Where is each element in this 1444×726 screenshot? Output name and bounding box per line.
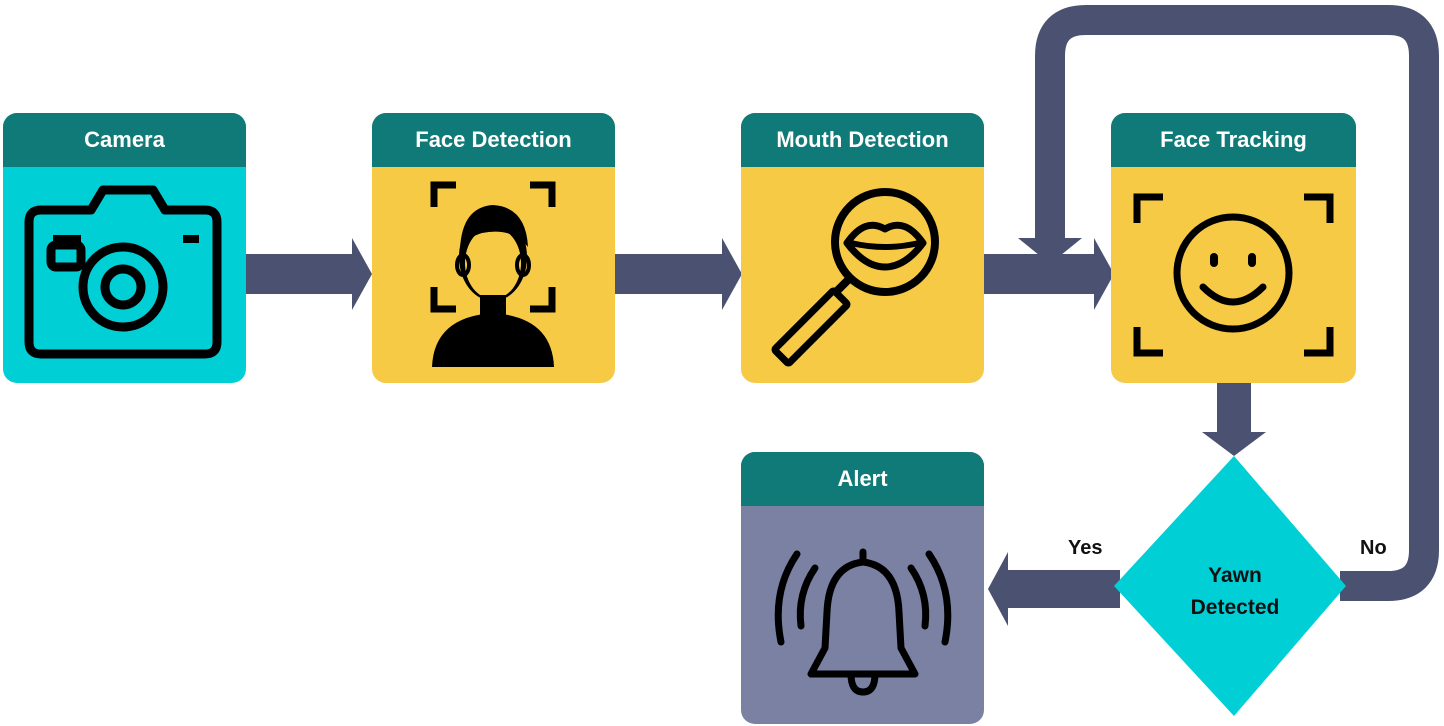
yes-edge-label: Yes [1068,537,1103,559]
mouth-detection-node: Mouth Detection [741,113,984,383]
ringing-bell-icon [774,548,952,696]
decision-label-line2: Detected [1190,596,1280,619]
decision-label-line1: Yawn [1208,564,1262,587]
camera-node: Camera [3,113,246,383]
camera-node-title: Camera [3,113,246,167]
mouth-detection-node-title: Mouth Detection [741,113,984,167]
magnifier-lips-icon [771,188,939,367]
camera-node-body [3,167,246,383]
arrow-face-tracking-to-decision [1202,382,1266,456]
smiley-frame-icon [1133,193,1334,357]
alert-node-title: Alert [741,452,984,506]
person-face-frame-icon [430,181,556,367]
alert-node: Alert [741,452,984,724]
decision-label: Yawn Detected [1140,560,1330,624]
no-edge-label: No [1360,537,1387,559]
arrow-camera-to-face-detection [246,238,372,310]
mouth-detection-node-body [741,167,984,383]
face-detection-node-body [372,167,615,383]
alert-node-body [741,506,984,724]
face-tracking-node: Face Tracking [1111,113,1356,383]
arrow-face-detection-to-mouth-detection [615,238,742,310]
face-tracking-node-body [1111,167,1356,383]
face-detection-node: Face Detection [372,113,615,383]
arrow-mouth-detection-to-face-tracking [984,238,1114,310]
arrow-decision-no-loop [1018,5,1439,601]
face-detection-node-title: Face Detection [372,113,615,167]
camera-icon [24,185,222,359]
arrow-decision-yes-to-alert [988,552,1120,626]
face-tracking-node-title: Face Tracking [1111,113,1356,167]
